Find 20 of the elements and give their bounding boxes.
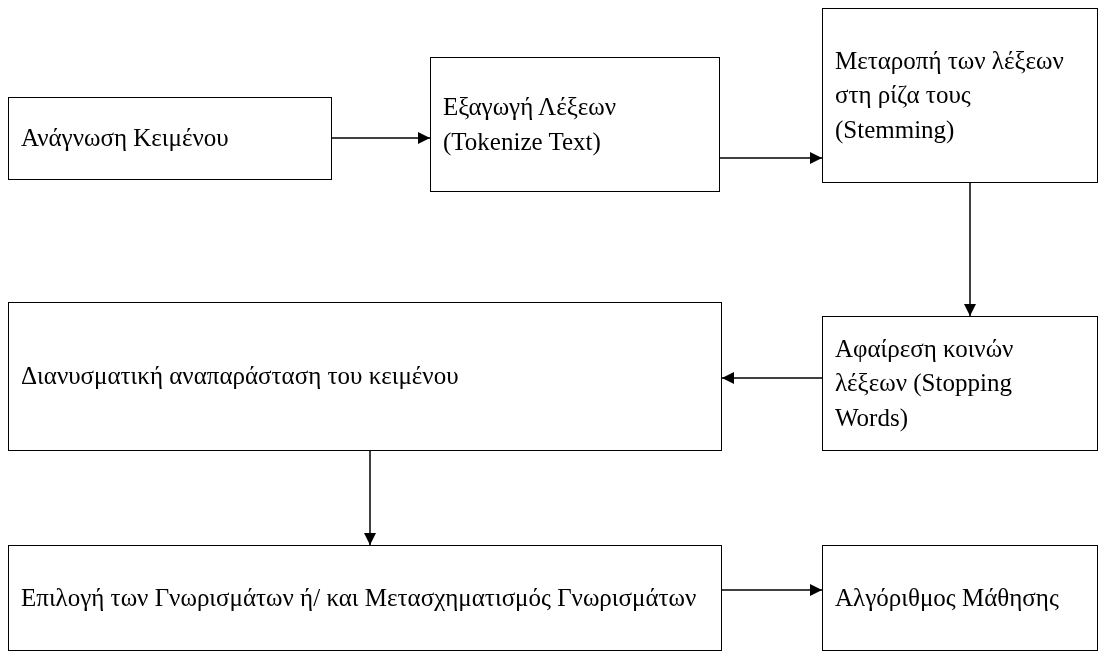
process-box xyxy=(822,8,1098,183)
arrow xyxy=(721,584,823,596)
process-box xyxy=(430,57,720,192)
box-label: Αφαίρεση κοινών λέξεων (Stopping Words) xyxy=(835,333,1015,433)
process-box xyxy=(8,545,722,651)
process-box xyxy=(822,545,1098,651)
box-label: Αλγόριθμος Μάθησης xyxy=(835,582,1059,613)
arrow xyxy=(719,152,823,164)
arrow xyxy=(721,372,823,384)
box-label: Εξαγωγή Λέξεων (Tokenize Text) xyxy=(443,92,618,158)
box-label: Διανυσματική αναπαράσταση του κειμένου xyxy=(21,361,459,392)
box-label: Ανάγνωση Κειμένου xyxy=(21,123,229,154)
arrow xyxy=(364,450,376,546)
process-box xyxy=(822,316,1098,451)
box-label: Επιλογή των Γνωρισμάτων ή/ και Μετασχηματισμός Γνωρισμάτων xyxy=(21,582,697,613)
process-box xyxy=(8,97,332,180)
box-label: Μεταροπή των λέξεων στη ρίζα τους (Stemming) xyxy=(835,45,1065,146)
arrow xyxy=(331,132,431,144)
arrow xyxy=(964,182,976,317)
process-box xyxy=(8,302,722,451)
